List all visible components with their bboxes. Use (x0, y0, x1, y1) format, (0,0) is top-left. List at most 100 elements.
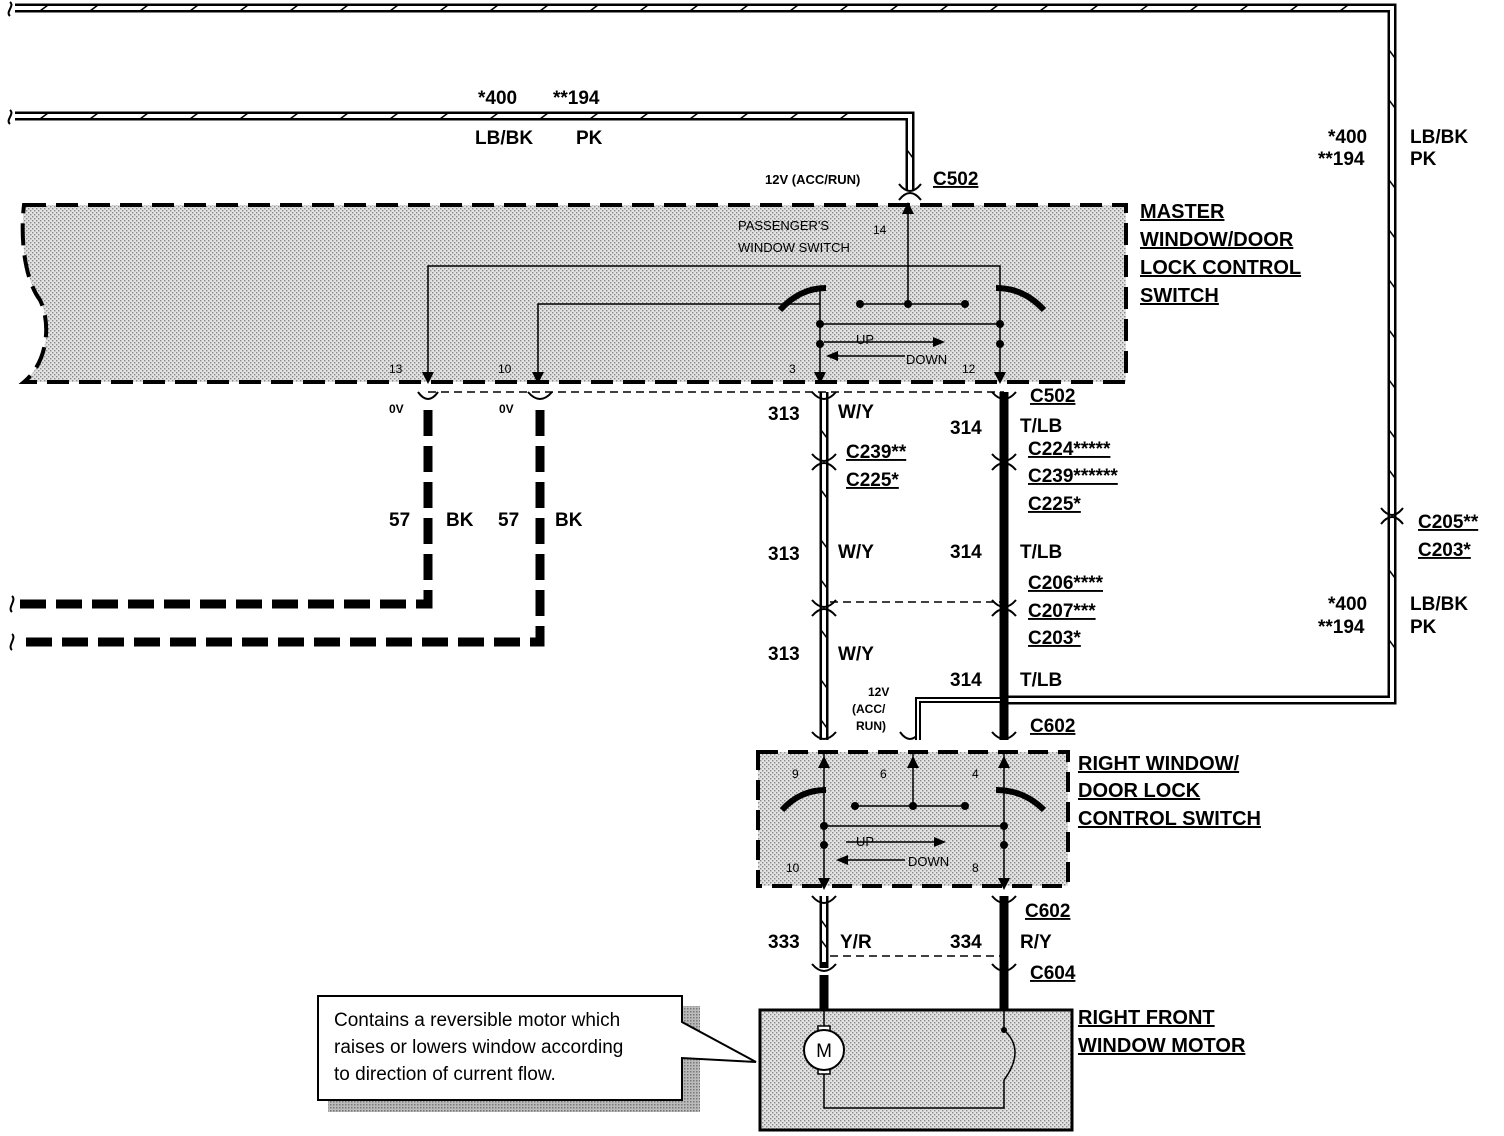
left-color-1: W/Y (838, 402, 874, 423)
note-line-3: to direction of current flow. (334, 1064, 556, 1085)
right-connector-u1: C224***** (1028, 439, 1111, 460)
rs-voltage-1: 12V (868, 685, 889, 699)
motor-wire-hatch (820, 919, 828, 949)
top-feed-wire (7, 1, 1397, 705)
master-pin-13: 13 (389, 362, 403, 376)
rfeed-connector-2: C203* (1418, 540, 1471, 561)
motor-title-line-2: WINDOW MOTOR (1078, 1035, 1246, 1057)
ground-circuit-left: 57 (389, 510, 410, 531)
motor-title-line-1: RIGHT FRONT (1078, 1007, 1215, 1029)
c502-top-connector (898, 183, 922, 201)
rs-pin-9: 9 (792, 767, 799, 781)
motor-title: RIGHT FRONT WINDOW MOTOR (1078, 1007, 1246, 1057)
motor-left-circuit: 333 (768, 932, 800, 953)
ground-wire-ends (9, 391, 553, 651)
master-title: MASTER WINDOW/DOOR LOCK CONTROL SWITCH (1140, 201, 1301, 307)
master-down-label: DOWN (906, 352, 947, 367)
harness-hatch (820, 429, 828, 729)
rfeed-color-b-2: PK (1410, 617, 1437, 638)
harness-connectors (811, 391, 1017, 740)
right-circuit-3: 314 (950, 670, 982, 691)
right-switch-dots (820, 802, 1008, 849)
master-pin-3: 3 (789, 362, 796, 376)
rfeed-connector-1: C205** (1418, 512, 1479, 533)
master-up-label: UP (856, 332, 874, 347)
left-connector-2: C225* (846, 470, 899, 491)
master-switch-module (18, 203, 1128, 384)
c205-connector (1380, 507, 1404, 525)
master-title-line-2: WINDOW/DOOR (1140, 229, 1294, 251)
left-color-3: W/Y (838, 644, 874, 665)
right-color-3: T/LB (1020, 670, 1062, 691)
master-arrows (422, 202, 1006, 384)
right-connector-c602: C602 (1030, 716, 1075, 737)
rfeed-color-a-1: LB/BK (1410, 127, 1468, 148)
right-connector-u3: C225* (1028, 494, 1081, 515)
right-switch-arrows (818, 756, 1010, 890)
rfeed-color-a-2: LB/BK (1410, 594, 1468, 615)
wire-hatch-top (39, 4, 1396, 649)
right-connector-l2: C207*** (1028, 601, 1096, 622)
master-sub-label-2: WINDOW SWITCH (738, 240, 850, 255)
master-title-line-1: MASTER (1140, 201, 1225, 223)
motor-connector-bottom: C604 (1030, 963, 1076, 984)
top-color-b: PK (576, 128, 603, 149)
right-switch-title: RIGHT WINDOW/ DOOR LOCK CONTROL SWITCH (1078, 753, 1261, 830)
rs-title-line-3: CONTROL SWITCH (1078, 808, 1261, 830)
motor-right-circuit: 334 (950, 932, 982, 953)
master-pin-12: 12 (962, 362, 976, 376)
master-pin-10: 10 (498, 362, 512, 376)
right-color-1: T/LB (1020, 416, 1062, 437)
top-circuit-b: **194 (553, 88, 600, 109)
top-circuit-a: *400 (478, 88, 517, 109)
rs-up-label: UP (856, 834, 874, 849)
right-color-2: T/LB (1020, 542, 1062, 563)
motor-symbol (803, 1025, 1007, 1075)
harness-dashes (428, 391, 1004, 957)
rs-title-line-2: DOOR LOCK (1078, 780, 1201, 802)
note-line-2: raises or lowers window according (334, 1037, 623, 1058)
rs-pin-8: 8 (972, 861, 979, 875)
rfeed-color-b-1: PK (1410, 149, 1437, 170)
master-title-line-4: SWITCH (1140, 285, 1219, 307)
motor-connector-top: C602 (1025, 901, 1070, 922)
ground-color-right: BK (555, 510, 583, 531)
rs-voltage-2: (ACC/ (852, 702, 886, 716)
right-connector-top: C502 (1030, 386, 1075, 407)
ground-voltage-right: 0V (499, 402, 514, 416)
rs-title-line-1: RIGHT WINDOW/ (1078, 753, 1240, 775)
motor-wire-connectors (811, 895, 1017, 972)
top-color-a: LB/BK (475, 128, 533, 149)
rfeed-circuit-b-1: **194 (1318, 149, 1365, 170)
right-connector-l3: C203* (1028, 628, 1081, 649)
right-switch-arcs (779, 787, 1047, 813)
motor-left-color: Y/R (840, 932, 872, 953)
rs-down-label: DOWN (908, 854, 949, 869)
top-voltage: 12V (ACC/RUN) (765, 172, 860, 187)
right-switch-feed (915, 697, 1000, 740)
master-feed-wire (7, 109, 915, 190)
master-sub-label-1: PASSENGER'S (738, 218, 829, 233)
master-pin-14: 14 (873, 223, 887, 237)
rs-pin-10: 10 (786, 861, 800, 875)
right-connector-u2: C239****** (1028, 466, 1118, 487)
rs-voltage-3: RUN) (856, 719, 886, 733)
left-circuit-1: 313 (768, 404, 800, 425)
note-callout (317, 995, 757, 1112)
rfeed-circuit-a-2: *400 (1328, 594, 1367, 615)
note-line-1: Contains a reversible motor which (334, 1010, 620, 1031)
top-connector: C502 (933, 169, 978, 190)
rs-pin-6: 6 (880, 767, 887, 781)
ground-voltage-left: 0V (389, 402, 404, 416)
motor-m-label: M (816, 1041, 832, 1062)
rfeed-circuit-a-1: *400 (1328, 127, 1367, 148)
master-title-line-3: LOCK CONTROL (1140, 257, 1301, 279)
left-connector-1: C239** (846, 442, 907, 463)
ground-wires (20, 410, 545, 647)
rfeed-circuit-b-2: **194 (1318, 617, 1365, 638)
master-switch-dots (816, 300, 1004, 348)
left-color-2: W/Y (838, 542, 874, 563)
right-circuit-1: 314 (950, 418, 982, 439)
left-circuit-3: 313 (768, 644, 800, 665)
